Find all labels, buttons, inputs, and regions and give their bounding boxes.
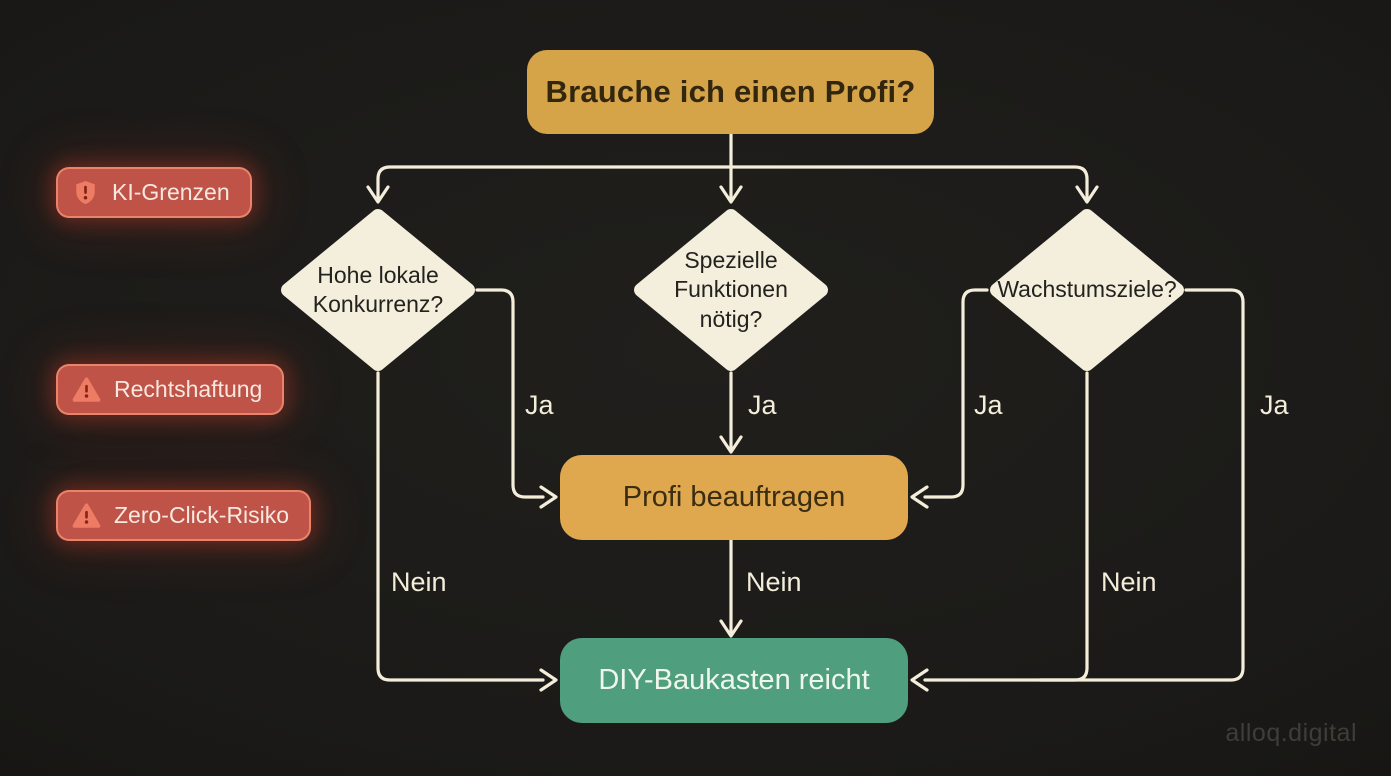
diamond-shape <box>281 209 475 371</box>
arrowhead-down-d2 <box>719 185 743 204</box>
warning-badge-ki-grenzen: KI-Grenzen <box>56 167 252 218</box>
edge-start-branch-left <box>376 165 733 200</box>
edge-label-nein-profi: Nein <box>746 567 802 597</box>
decision-label: Spezielle Funktionen nötig? <box>674 246 788 332</box>
edge-label-nein-d1: Nein <box>391 567 447 597</box>
shield-alert-icon <box>72 179 99 206</box>
outcome-label: Profi beauftragen <box>622 481 846 513</box>
warning-badge-rechtshaftung: Rechtshaftung <box>56 364 285 415</box>
diamond-shape <box>990 209 1184 371</box>
arrowhead-down-d3 <box>1075 185 1099 204</box>
arrowhead-down-profi <box>719 435 743 454</box>
outcome-node-profi: Profi beauftragen <box>560 455 908 540</box>
decision-node-konkurrenz: Hohe lokale Konkurrenz? <box>279 207 477 373</box>
edge-start-branch-right <box>729 165 1089 200</box>
outcome-label: DIY-Baukasten reicht <box>598 664 870 696</box>
start-node: Brauche ich einen Profi? <box>527 50 934 134</box>
arrowhead-down-diy <box>719 619 743 638</box>
arrowhead-left-diy <box>910 668 929 692</box>
watermark: alloq.digital <box>1225 719 1357 747</box>
edge-d3-ja-outer <box>923 288 1245 682</box>
edge-d1-ja <box>475 288 545 499</box>
arrowhead-right-profi <box>539 485 558 509</box>
warning-badge-label: KI-Grenzen <box>112 179 230 205</box>
decision-label: Wachstumsziele? <box>997 276 1177 303</box>
arrowhead-left-profi <box>910 485 929 509</box>
edge-label-ja-d1: Ja <box>525 390 554 420</box>
edge-d3-nein <box>1038 371 1089 682</box>
edge-label-ja-d3-inner: Ja <box>974 390 1003 420</box>
diamond-shape <box>634 209 828 371</box>
arrowhead-down-d1 <box>366 185 390 204</box>
warning-badge-label: Rechtshaftung <box>114 376 263 402</box>
decision-node-wachstum: Wachstumsziele? <box>988 207 1186 373</box>
warning-badge-zero-click: Zero-Click-Risiko <box>56 490 312 541</box>
triangle-alert-icon <box>72 502 101 529</box>
edge-label-nein-d3: Nein <box>1101 567 1157 597</box>
decision-node-funktionen: Spezielle Funktionen nötig? <box>632 207 830 373</box>
arrowhead-right-diy <box>539 668 558 692</box>
decision-label: Hohe lokale Konkurrenz? <box>312 261 444 317</box>
edge-d1-nein <box>376 371 545 682</box>
edge-label-ja-d2: Ja <box>748 390 777 420</box>
edge-d3-ja-inner <box>923 288 989 499</box>
triangle-alert-icon <box>72 376 101 403</box>
warning-badge-label: Zero-Click-Risiko <box>114 502 290 528</box>
edge-label-ja-d3-outer: Ja <box>1260 390 1289 420</box>
outcome-node-diy: DIY-Baukasten reicht <box>560 638 908 723</box>
start-node-label: Brauche ich einen Profi? <box>545 74 916 109</box>
